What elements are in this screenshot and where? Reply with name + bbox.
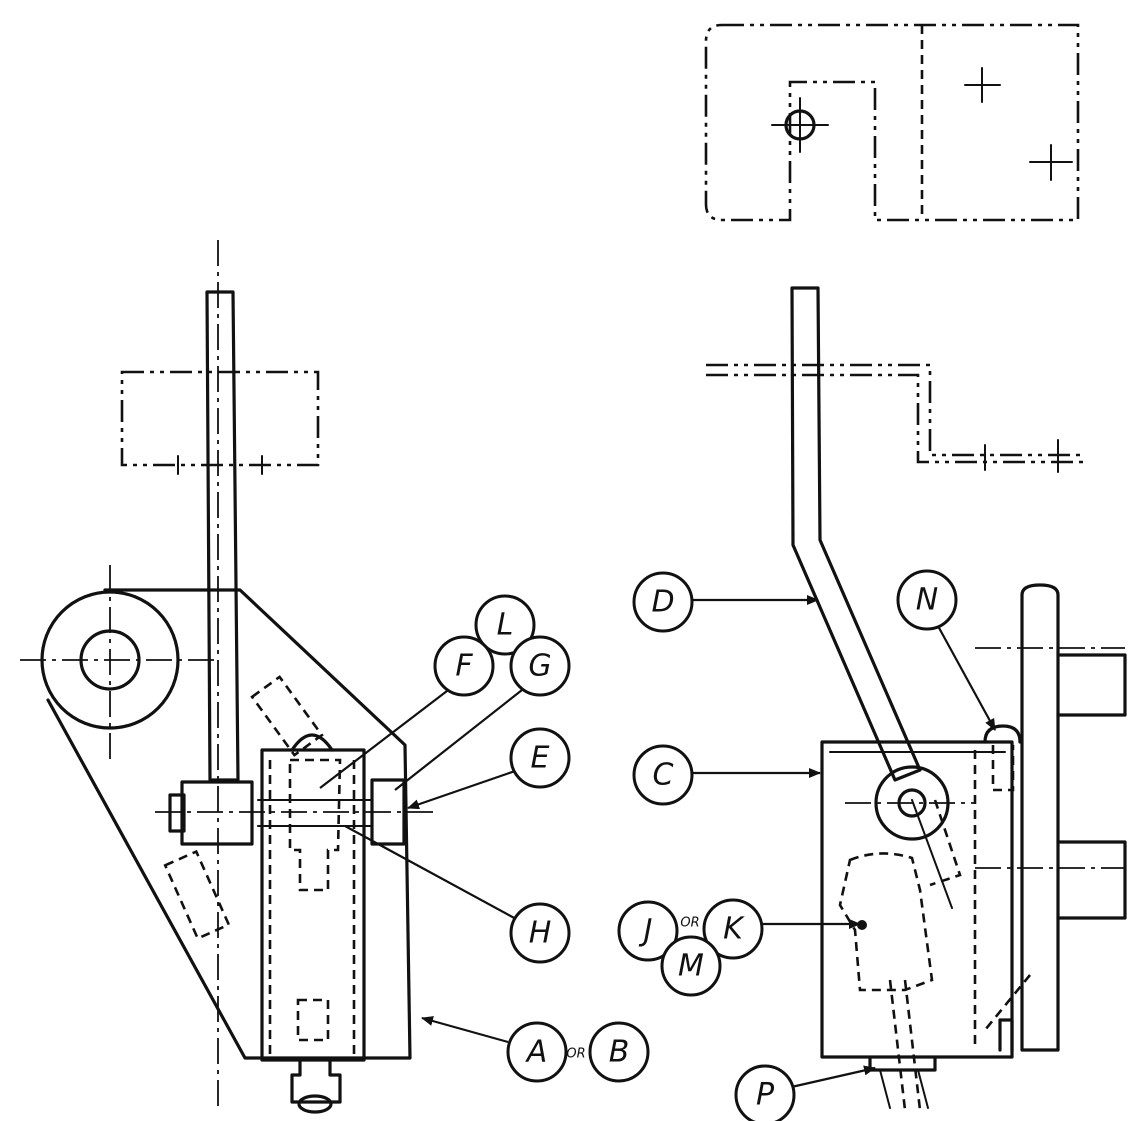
right-leaders [692,595,996,1090]
bent-rod [790,286,922,782]
lever-bracket [46,588,412,1060]
label-bubble-a: A [506,1021,568,1083]
top-plate-outline [704,23,1080,222]
label-bubble-e: E [509,727,571,789]
switch-shaft [290,1058,342,1104]
left-assembly-view [20,240,435,1114]
svg-text:C: C [653,758,674,793]
right-assembly-view [704,23,1127,1111]
or-connector-ab: OR [566,1047,585,1062]
svg-text:G: G [528,649,551,684]
svg-text:B: B [609,1035,630,1070]
label-bubble-d: D [632,571,694,633]
bottom-shaft [868,1056,937,1072]
label-bubble-h: H [509,902,571,964]
label-bubble-p: P [734,1064,796,1121]
svg-text:M: M [678,949,704,984]
svg-text:K: K [723,912,745,947]
label-bubble-j: J [617,900,679,962]
svg-text:A: A [525,1035,548,1070]
switch-body [260,733,366,1062]
label-bubble-f: F [433,635,495,697]
pin-nut [370,778,406,846]
svg-text:E: E [531,741,550,776]
mounting-plate [1020,583,1060,1052]
stud-n [983,724,1022,744]
svg-text:N: N [916,583,938,618]
label-bubble-b: B [588,1021,650,1083]
phantom-bracket [706,363,1085,457]
phantom-plate [120,370,320,467]
svg-text:P: P [756,1078,775,1113]
svg-text:D: D [651,585,674,620]
pedal-rod [205,290,240,782]
label-bubble-m: M [660,935,722,997]
label-bubble-c: C [632,744,694,806]
or-connector-jk: OR [680,916,699,931]
svg-text:F: F [455,649,473,684]
svg-text:H: H [529,916,552,951]
left-leaders [319,677,523,1044]
label-bubble-g: G [509,635,571,697]
svg-text:L: L [497,608,514,643]
pivot-boss [874,765,950,841]
pin-hub [180,780,254,846]
label-bubble-n: N [896,569,958,631]
label-bubble-l: L [474,594,536,656]
lever-eye [40,590,180,730]
label-bubble-k: K [702,898,764,960]
internal-mechanism [838,852,934,992]
switch-housing [820,740,1014,1059]
